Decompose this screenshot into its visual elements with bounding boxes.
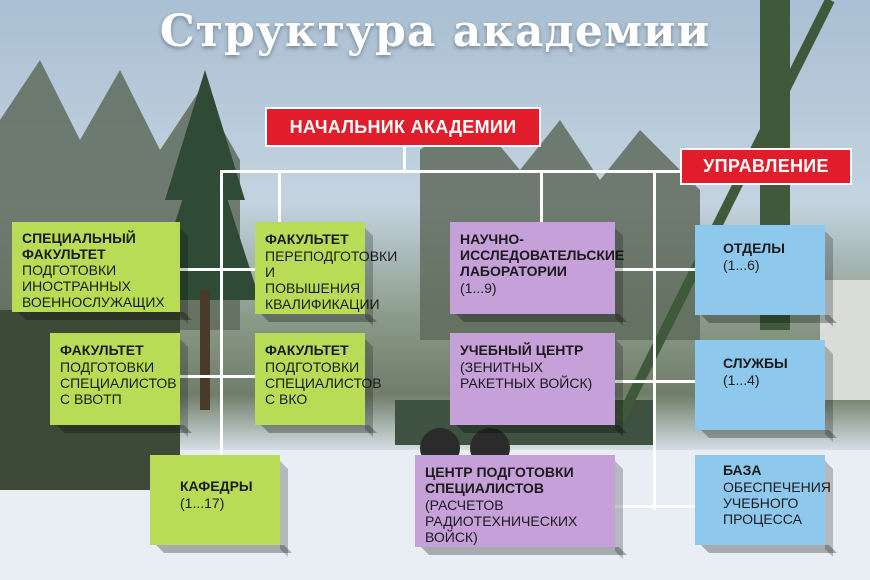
vko-faculty-text: ПОДГОТОВКИ СПЕЦИАЛИСТОВ С ВКО [265,359,382,407]
vvotp-faculty-text: ПОДГОТОВКИ СПЕЦИАЛИСТОВ С ВВОТП [60,359,177,407]
base-text: ОБЕСПЕЧЕНИЯ УЧЕБНОГО ПРОЦЕССА [723,479,831,527]
special-faculty-title: СПЕЦИАЛЬНЫЙ ФАКУЛЬТЕТ [22,230,136,262]
sections-count: (1...6) [723,257,760,273]
departments-title: КАФЕДРЫ [180,478,253,494]
connector [615,380,695,383]
vko-faculty-title: ФАКУЛЬТЕТ [265,342,349,358]
vvotp-faculty-box: ФАКУЛЬТЕТ ПОДГОТОВКИ СПЕЦИАЛИСТОВ С ВВОТ… [50,333,180,425]
labs-count: (1...9) [460,280,497,296]
page-title: Структура академии [159,6,711,57]
connector [653,170,656,510]
services-title: СЛУЖБЫ [723,355,788,371]
special-faculty-box: СПЕЦИАЛЬНЫЙ ФАКУЛЬТЕТ ПОДГОТОВКИ ИНОСТРА… [12,222,180,312]
vko-faculty-box: ФАКУЛЬТЕТ ПОДГОТОВКИ СПЕЦИАЛИСТОВ С ВКО [255,333,382,425]
specialists-center-text: (РАСЧЕТОВ РАДИОТЕХНИЧЕСКИХ ВОЙСК) [425,497,578,545]
connector [278,170,281,225]
labs-box: НАУЧНО-ИССЛЕДОВАТЕЛЬСКИЕ ЛАБОРАТОРИИ (1.… [450,222,625,314]
retraining-faculty-text: ПЕРЕПОДГОТОВКИ И ПОВЫШЕНИЯ КВАЛИФИКАЦИИ [265,248,398,312]
base-title: БАЗА [723,462,762,478]
connector [220,170,223,460]
base-box: БАЗА ОБЕСПЕЧЕНИЯ УЧЕБНОГО ПРОЦЕССА [695,455,831,545]
retraining-faculty-box: ФАКУЛЬТЕТ ПЕРЕПОДГОТОВКИ И ПОВЫШЕНИЯ КВА… [255,222,398,314]
connector [220,170,680,173]
connector [180,268,255,271]
sections-box: ОТДЕЛЫ (1...6) [695,225,825,315]
training-center-text: (ЗЕНИТНЫХ РАКЕТНЫХ ВОЙСК) [460,359,593,391]
vvotp-faculty-title: ФАКУЛЬТЕТ [60,342,144,358]
connector [403,146,406,172]
connector [540,170,543,225]
specialists-center-box: ЦЕНТР ПОДГОТОВКИ СПЕЦИАЛИСТОВ (РАСЧЕТОВ … [415,455,615,547]
training-center-title: УЧЕБНЫЙ ЦЕНТР [460,342,584,358]
connector [180,375,255,378]
services-count: (1...4) [723,372,760,388]
sections-title: ОТДЕЛЫ [723,240,785,256]
services-box: СЛУЖБЫ (1...4) [695,340,825,430]
departments-count: (1...17) [180,495,225,511]
management-box: УПРАВЛЕНИЕ [680,148,852,185]
special-faculty-text: ПОДГОТОВКИ ИНОСТРАННЫХ ВОЕННОСЛУЖАЩИХ [22,262,165,310]
labs-title: НАУЧНО-ИССЛЕДОВАТЕЛЬСКИЕ ЛАБОРАТОРИИ [460,231,625,279]
training-center-box: УЧЕБНЫЙ ЦЕНТР (ЗЕНИТНЫХ РАКЕТНЫХ ВОЙСК) [450,333,615,425]
retraining-faculty-title: ФАКУЛЬТЕТ [265,231,349,247]
head-box: НАЧАЛЬНИК АКАДЕМИИ [265,107,541,147]
connector [615,505,695,508]
departments-box: КАФЕДРЫ (1...17) [150,455,280,545]
management-label: УПРАВЛЕНИЕ [703,156,829,176]
connector [615,268,695,271]
head-label: НАЧАЛЬНИК АКАДЕМИИ [289,116,517,137]
specialists-center-title: ЦЕНТР ПОДГОТОВКИ СПЕЦИАЛИСТОВ [425,464,574,496]
